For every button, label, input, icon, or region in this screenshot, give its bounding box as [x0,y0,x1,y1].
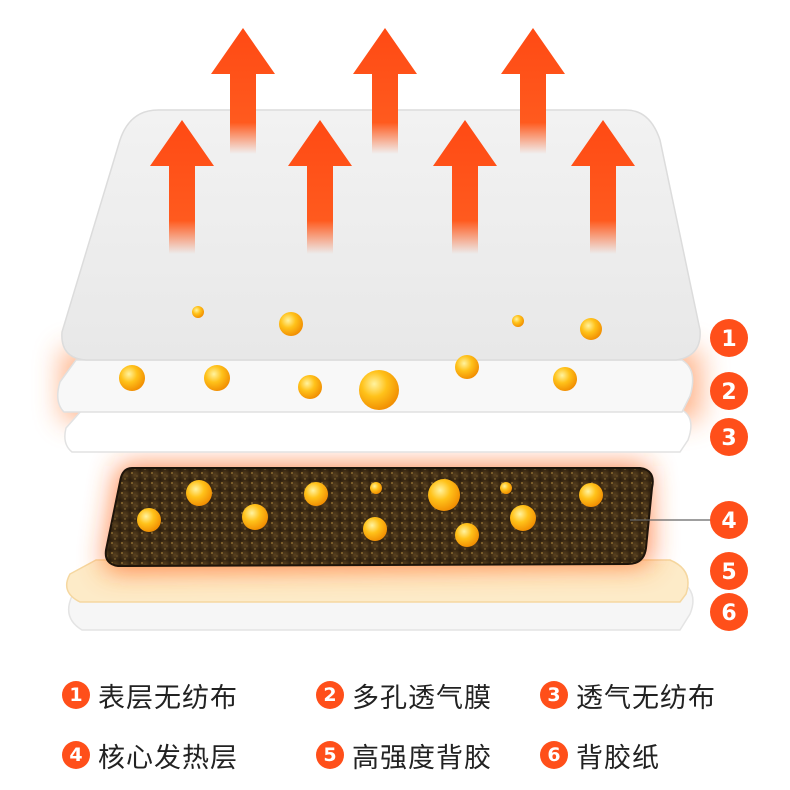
legend-label-2: 多孔透气膜 [352,682,492,714]
layer-badge-circle-4 [710,501,748,539]
legend-badge-6: 6 [540,741,568,769]
legend-badge-3: 3 [540,681,568,709]
layer-badge-6: 6 [710,593,748,631]
layer-badge-circle-1 [710,319,748,357]
layer-badge-5: 5 [710,552,748,590]
heat-arrow-icon [288,120,352,254]
heat-particle-icon [186,480,212,506]
heat-arrow-icon [150,120,214,254]
layer-badge-circle-5 [710,552,748,590]
legend-item-4: 4 核心发热层 [62,730,238,780]
heat-arrow-icon [353,28,417,154]
legend-label-1: 表层无纺布 [98,682,238,714]
layer-badge-num-1: 1 [721,327,736,352]
legend-label-5: 高强度背胶 [352,742,492,774]
layer-badge-circle-3 [710,418,748,456]
heat-patch-layer-diagram: 1 2 3 4 5 6 [57,28,748,631]
layer-4-core-heating [104,467,654,568]
heat-particle-icon [119,365,145,391]
legend-label-6: 背胶纸 [576,742,660,774]
heat-arrow-icon [211,28,275,154]
layer-badge-num-4: 4 [721,509,736,534]
layer-1-top-nonwoven [61,109,701,361]
legend-item-6: 6 背胶纸 [540,730,660,780]
layer-3-breathable-nonwoven [64,409,692,453]
heat-particle-icon [279,312,303,336]
heat-particle-icon [204,365,230,391]
heat-particle-icon [192,306,204,318]
legend-item-1: 1 表层无纺布 [62,670,238,720]
layer-legend: 1 表层无纺布 2 多孔透气膜 3 透气无纺布 4 核心发热层 5 高强度背胶 … [40,662,770,782]
heat-arrow-icon [433,120,497,254]
heat-particle-icon [304,482,328,506]
layer-badge-num-3: 3 [721,426,736,451]
layer-badge-4: 4 [710,501,748,539]
legend-item-3: 3 透气无纺布 [540,670,716,720]
heat-particle-icon [298,375,322,399]
layer-badge-num-6: 6 [721,601,736,626]
layer-badge-circle-6 [710,593,748,631]
heat-particle-icon [455,523,479,547]
heat-particle-icon [359,370,399,410]
heat-particle-icon [363,517,387,541]
heat-arrow-icon [501,28,565,154]
legend-badge-1: 1 [62,681,90,709]
layer-badge-num-2: 2 [721,380,736,405]
heat-particle-icon [553,367,577,391]
legend-label-4: 核心发热层 [98,742,238,774]
layer-badge-circle-2 [710,372,748,410]
heat-particle-icon [510,505,536,531]
legend-item-2: 2 多孔透气膜 [316,670,492,720]
layer-5-adhesive [65,559,689,603]
heat-particles [119,306,603,547]
legend-badge-4: 4 [62,741,90,769]
heat-particle-icon [580,318,602,340]
layer-badge-3: 3 [710,418,748,456]
heat-particle-icon [500,482,512,494]
heat-particle-icon [137,508,161,532]
legend-badge-2: 2 [316,681,344,709]
heat-particle-icon [428,479,460,511]
layer-badge-num-5: 5 [721,560,736,585]
heat-particle-icon [242,504,268,530]
layer-number-badges: 1 2 3 4 5 6 [710,319,748,631]
heat-arrow-icon [571,120,635,254]
legend-badge-5: 5 [316,741,344,769]
legend-label-3: 透气无纺布 [576,682,716,714]
heat-particle-icon [370,482,382,494]
heat-arrows [150,28,635,254]
layer-badge-1: 1 [710,319,748,357]
heat-particle-icon [579,483,603,507]
heat-particle-icon [455,355,479,379]
heat-particle-icon [512,315,524,327]
layer-badge-2: 2 [710,372,748,410]
legend-item-5: 5 高强度背胶 [316,730,492,780]
